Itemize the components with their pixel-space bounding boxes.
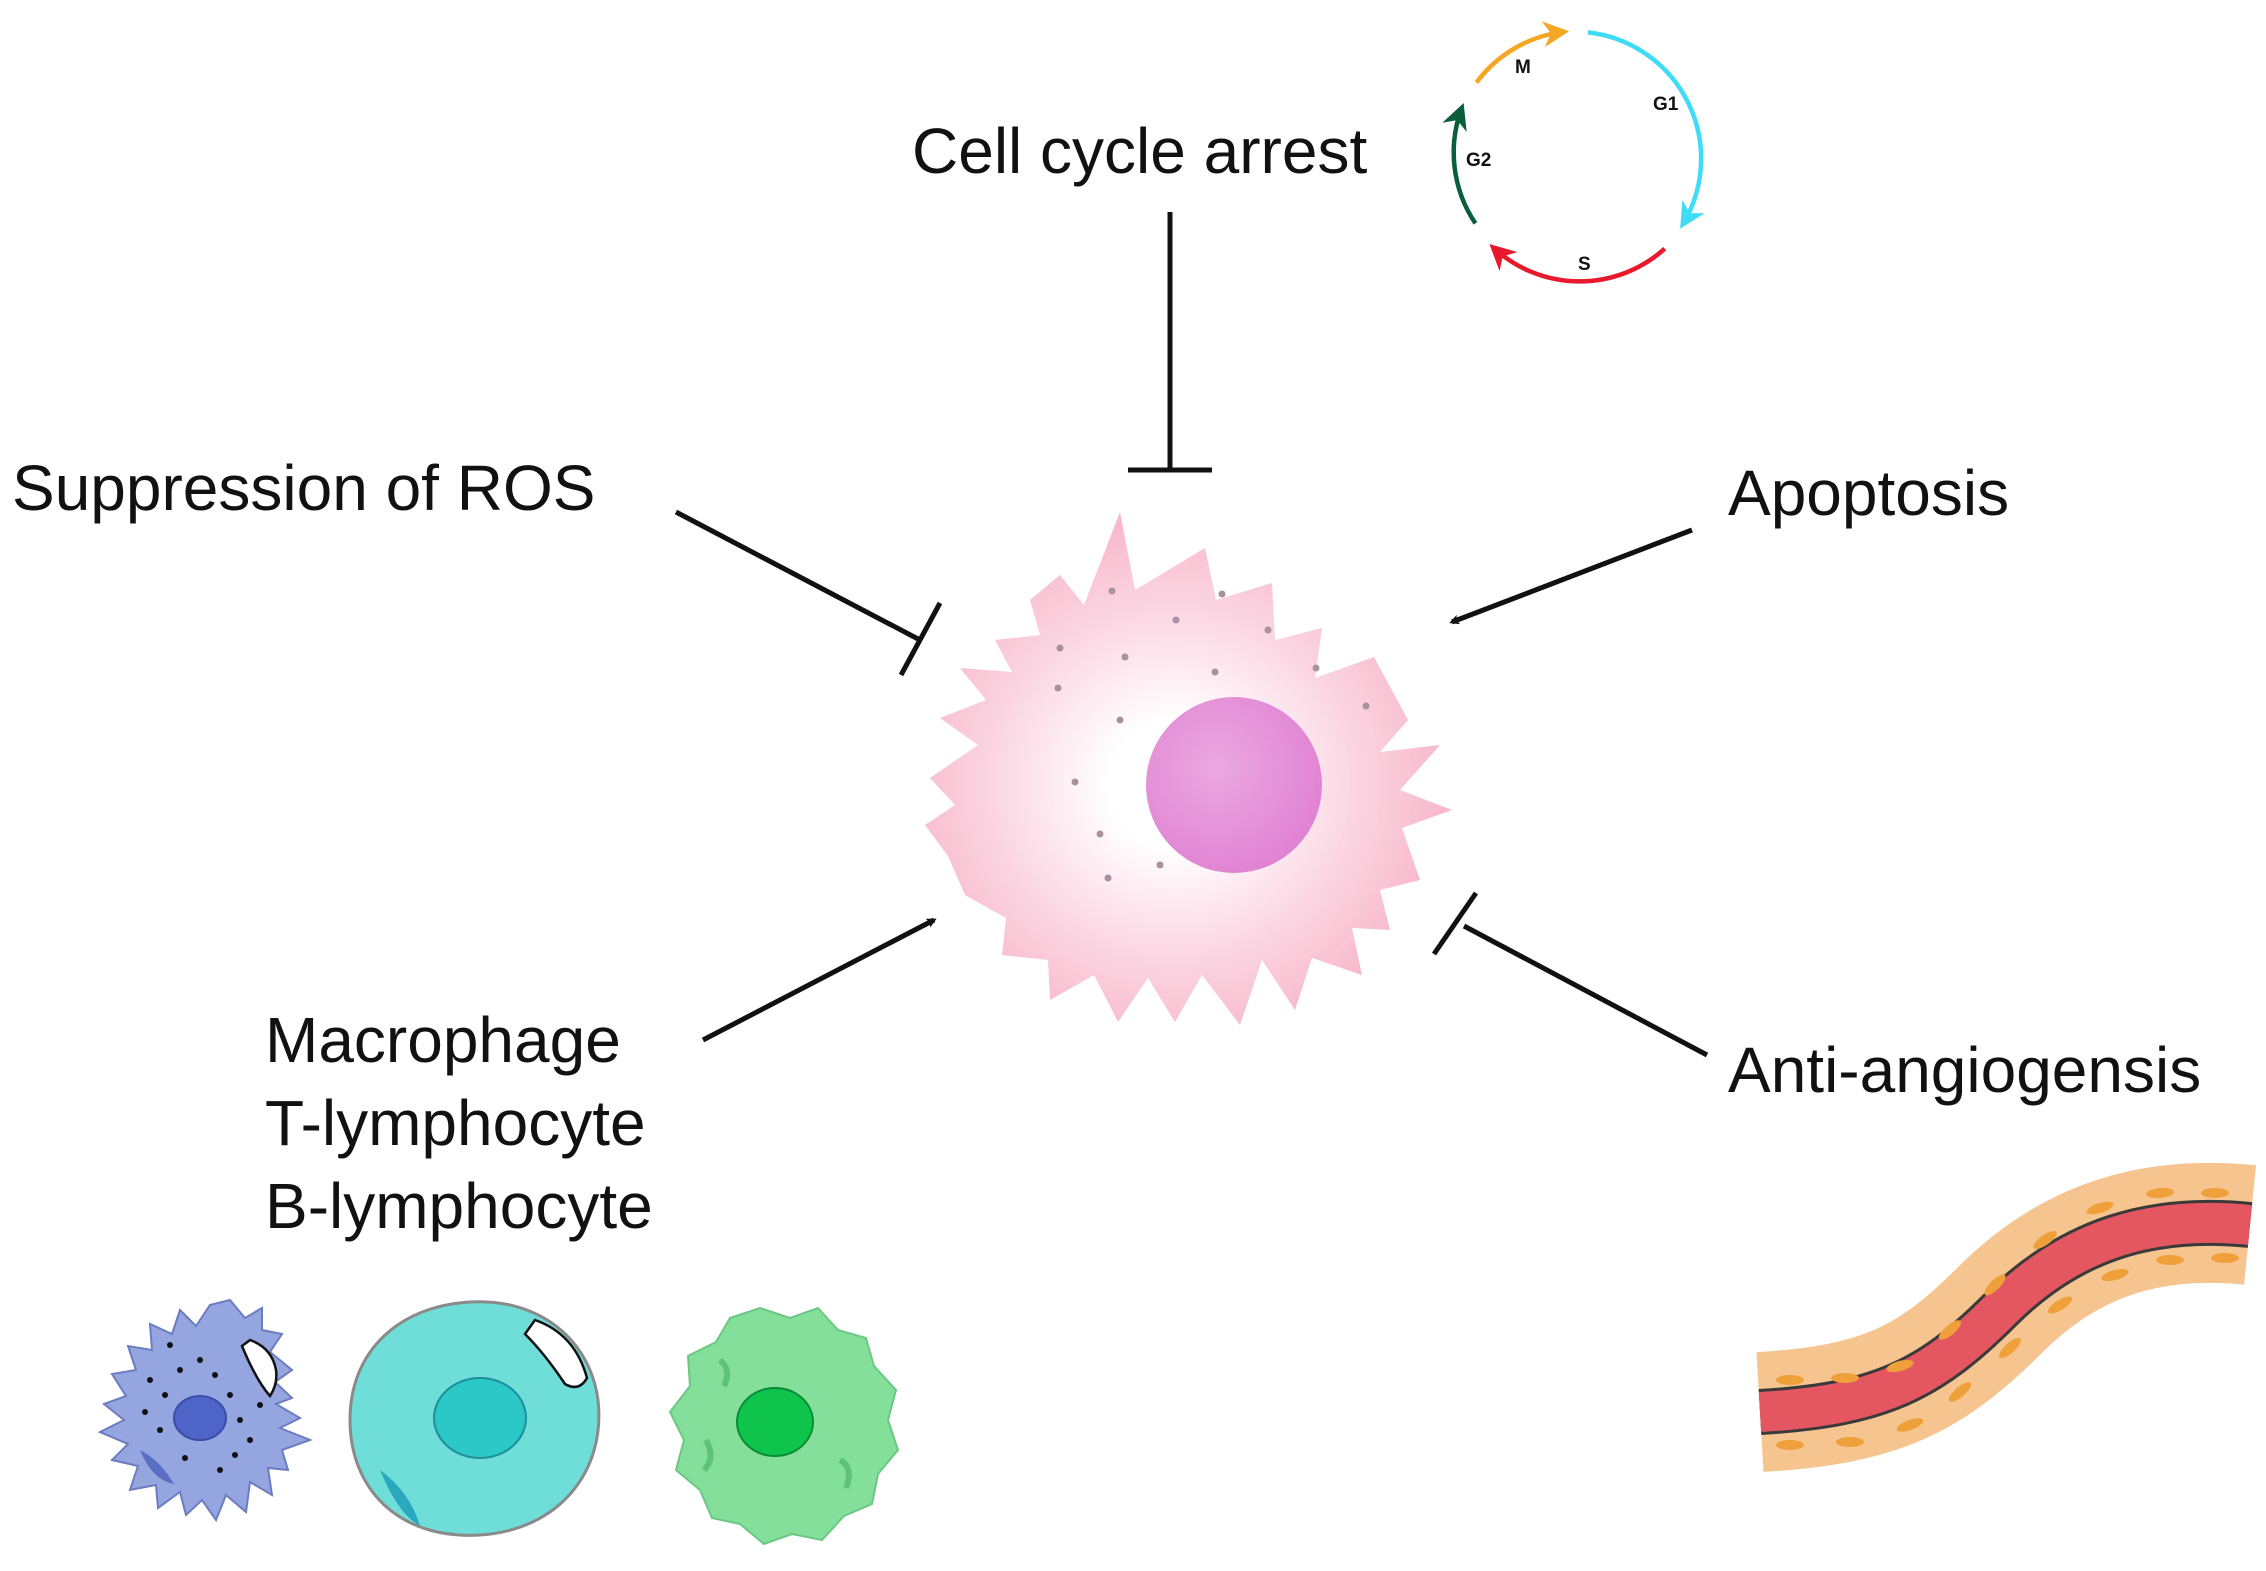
t-lymphocyte-cell — [348, 1300, 601, 1537]
ros-inhibition — [674, 509, 943, 677]
phase-s-arc — [1489, 243, 1667, 284]
apoptosis-arrow — [1449, 527, 1693, 625]
apoptosis-label: Apoptosis — [1728, 457, 2009, 529]
cell-cycle-diagram — [1442, 21, 1705, 284]
b-lymphocyte-cell — [668, 1306, 900, 1546]
anti-angiogenesis-inhibition — [1431, 891, 1709, 1058]
immune-label-t-lymphocyte: T-lymphocyte — [265, 1087, 646, 1159]
cell-granules — [1054, 587, 1370, 882]
cell-cycle-inhibition — [1128, 212, 1212, 473]
phase-g1-label: G1 — [1653, 94, 1679, 115]
immune-label-b-lymphocyte: B-lymphocyte — [265, 1170, 653, 1242]
phase-m-arc — [1474, 21, 1570, 84]
phase-s-label: S — [1578, 254, 1591, 275]
immune-label-macrophage: Macrophage — [265, 1004, 621, 1076]
phase-g1-arc — [1587, 30, 1705, 229]
tumor-cell — [925, 512, 1452, 1025]
ros-label: Suppression of ROS — [12, 452, 595, 524]
anti-angiogenesis-label: Anti-angiogensis — [1728, 1034, 2201, 1106]
blood-vessel — [1756, 1162, 2256, 1472]
cell-cycle-arrest-label: Cell cycle arrest — [912, 115, 1367, 187]
macrophage-cell — [97, 1298, 313, 1523]
nucleus — [1146, 697, 1322, 873]
phase-g2-arc — [1442, 103, 1478, 225]
immune-arrow — [701, 917, 937, 1043]
phase-m-label: M — [1515, 57, 1531, 78]
phase-g2-label: G2 — [1466, 150, 1491, 171]
